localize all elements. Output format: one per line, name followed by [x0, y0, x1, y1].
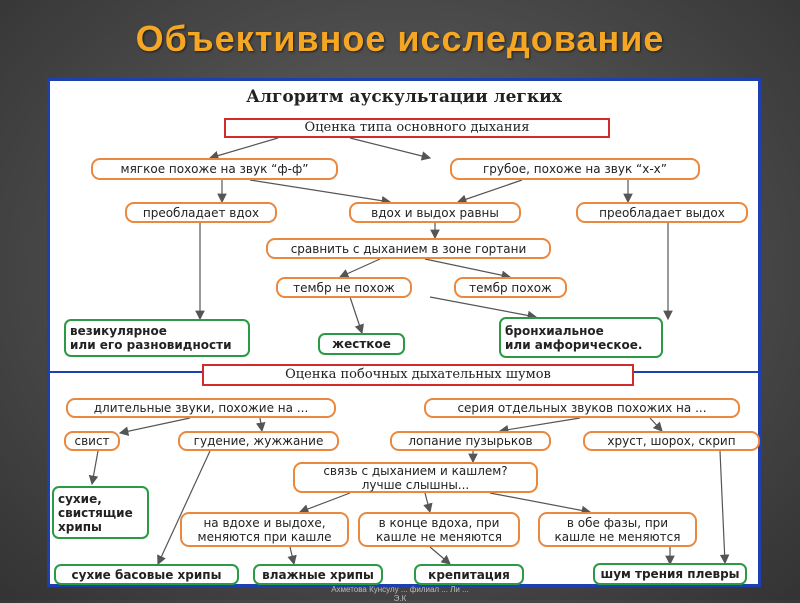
node-timbre-not-similar: тембр не похож — [276, 277, 412, 298]
node-series-sounds: серия отдельных звуков похожих на ... — [424, 398, 740, 418]
node-whistle: свист — [64, 431, 120, 451]
result-vesicular: везикулярное или его разновидности — [64, 319, 250, 357]
result-dry-whistling: сухие, свистящие хрипы — [52, 486, 149, 539]
node-end-inhale: в конце вдоха, при кашле не меняются — [358, 512, 520, 547]
node-buzzing: гудение, жужжание — [178, 431, 339, 451]
result-pleural-friction: шум трения плевры — [593, 563, 747, 585]
section-main-breathing: Оценка типа основного дыхания — [224, 118, 610, 138]
node-equal-phases: вдох и выдох равны — [349, 202, 521, 223]
flow-arrows — [88, 137, 730, 566]
node-inhale-dominates: преобладает вдох — [125, 202, 277, 223]
result-dry-bass: сухие басовые хрипы — [54, 564, 239, 585]
node-both-phases: в обе фазы, при кашле не меняются — [538, 512, 697, 547]
node-rough-sound: грубое, похоже на звук “х-х” — [450, 158, 700, 180]
node-inhale-exhale-cough: на вдохе и выдохе, меняются при кашле — [180, 512, 349, 547]
result-moist: влажные хрипы — [253, 564, 383, 585]
slide-footer: Ахметова Кунсулу ... филиал ... Ли ... Э… — [331, 585, 469, 603]
slide-title: Объективное исследование — [135, 18, 665, 59]
algorithm-panel: Алгоритм аускультации легких Оценка типа… — [47, 78, 761, 587]
section-adventitious-sounds: Оценка побочных дыхательных шумов — [202, 364, 634, 386]
node-continuous-sounds: длительные звуки, похожие на ... — [66, 398, 336, 418]
node-exhale-dominates: преобладает выдох — [576, 202, 748, 223]
node-relation-breath-cough: связь с дыханием и кашлем? лучше слышны.… — [293, 462, 538, 493]
node-crunch: хруст, шорох, скрип — [583, 431, 760, 451]
node-soft-sound: мягкое похоже на звук “ф-ф” — [91, 158, 338, 180]
node-compare-larynx: сравнить с дыханием в зоне гортани — [266, 238, 551, 259]
result-crepitation: крепитация — [414, 564, 524, 585]
result-bronchial: бронхиальное или амфорическое. — [499, 317, 663, 358]
algorithm-heading: Алгоритм аускультации легких — [246, 87, 562, 107]
node-bubbles: лопание пузырьков — [390, 431, 551, 451]
result-harsh: жесткое — [318, 333, 405, 355]
node-timbre-similar: тембр похож — [454, 277, 567, 298]
